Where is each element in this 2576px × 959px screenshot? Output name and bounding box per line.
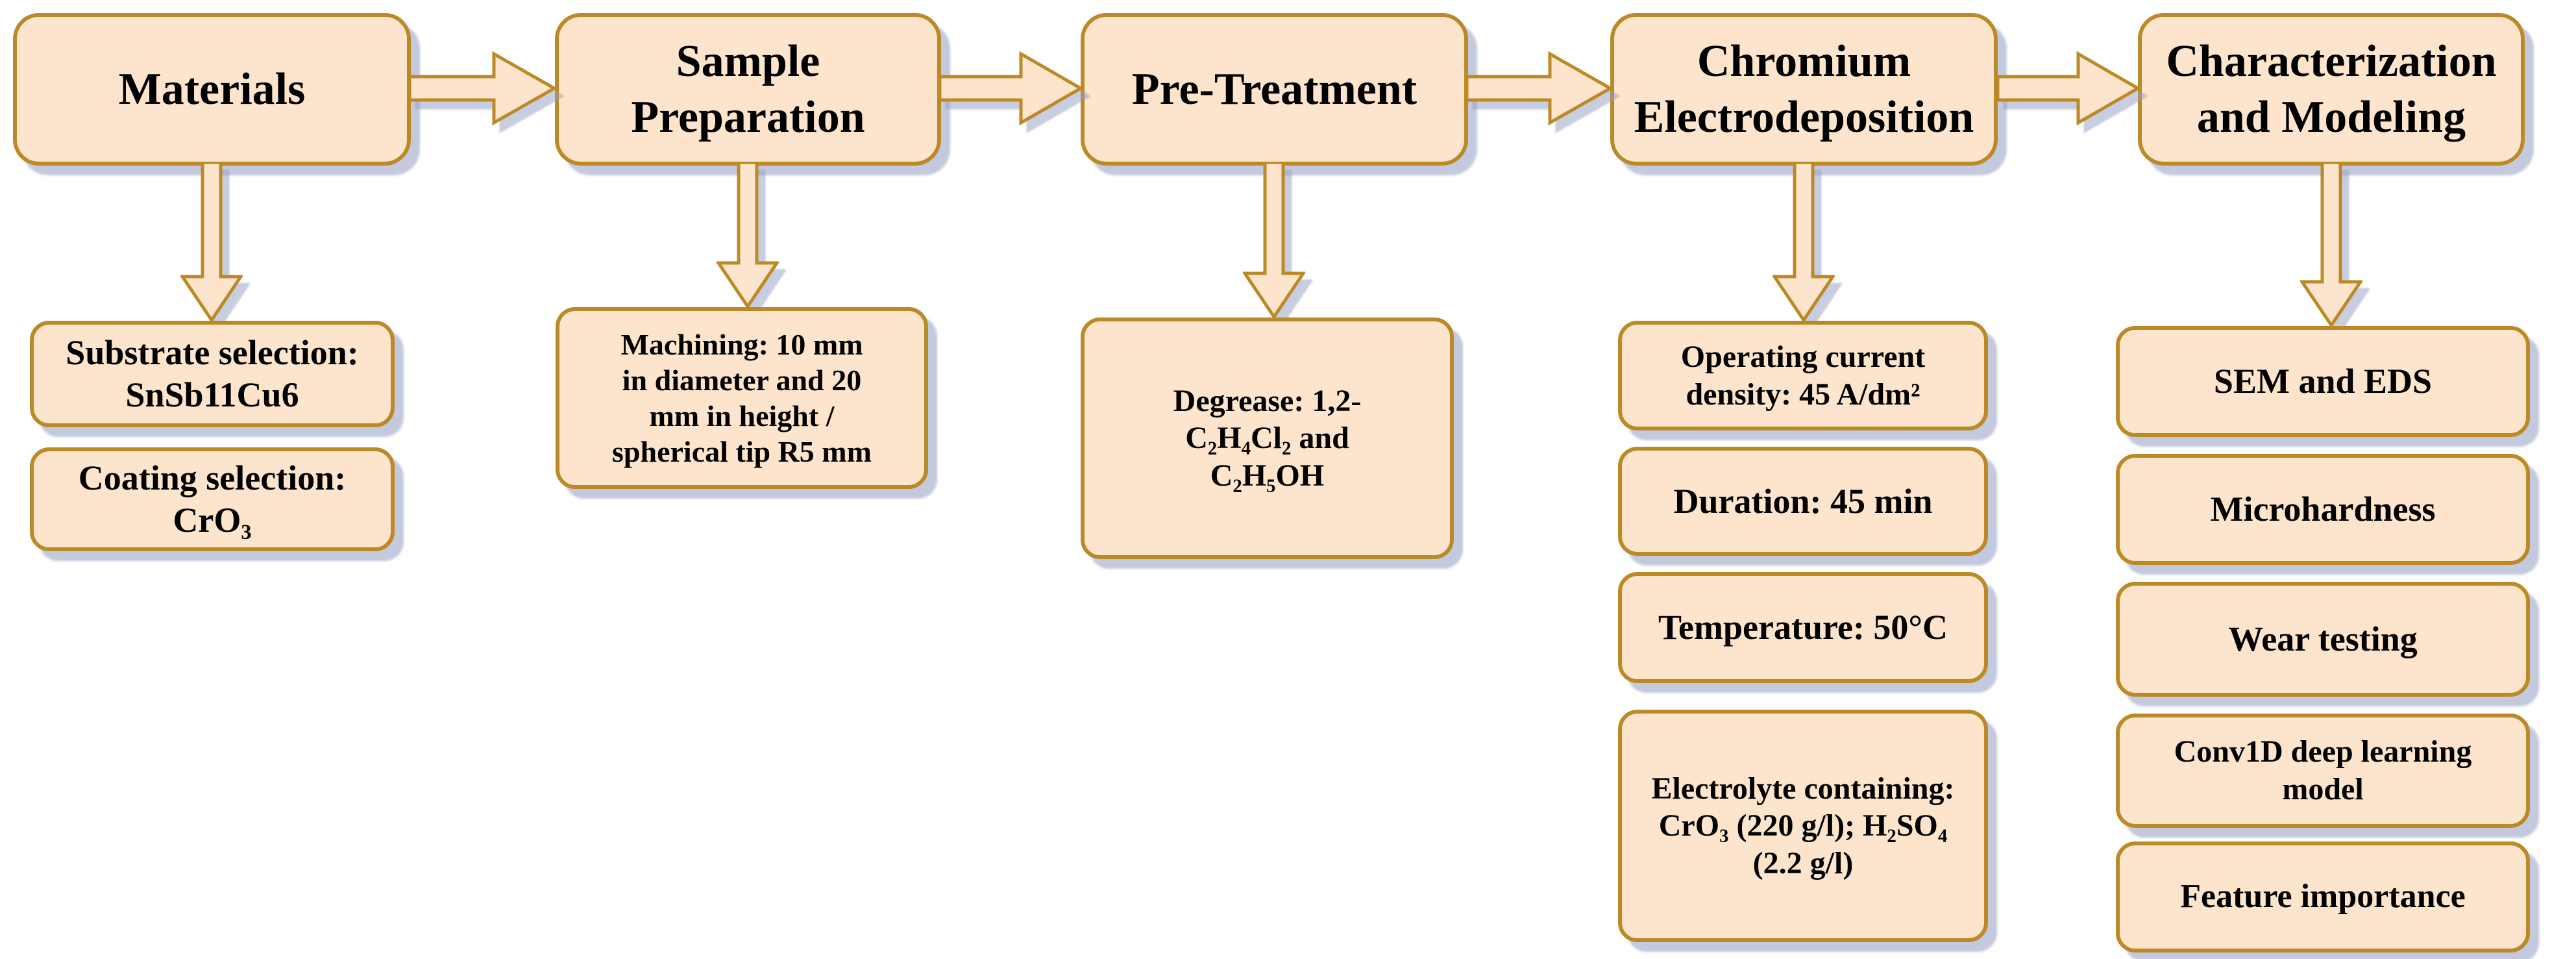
substep-label: Electrolyte containing: CrO₃ (220 g/l); … <box>1651 771 1955 880</box>
arrow-down-icon <box>1773 162 1835 322</box>
substep-label: Coating selection: CrO₃ <box>78 458 347 540</box>
substep-label: SEM and EDS <box>2213 362 2433 401</box>
substep-label: Conv1D deep learning model <box>2174 734 2472 806</box>
substep-label: Duration: 45 min <box>1673 481 1933 521</box>
stage-box-sample-preparation: Sample Preparation <box>555 13 941 166</box>
stage-label: Pre-Treatment <box>1131 64 1417 114</box>
stage-label: Characterization and Modeling <box>2166 36 2497 142</box>
substep-label: Microhardness <box>2210 490 2436 529</box>
arrow-down-icon <box>180 162 243 322</box>
substep-box-wear-testing: Wear testing <box>2116 582 2530 697</box>
substep-label: Wear testing <box>2228 619 2418 659</box>
substep-label: Machining: 10 mm in diameter and 20 mm i… <box>612 327 872 469</box>
arrow-right-icon <box>408 51 557 126</box>
substep-box-substrate-selection: Substrate selection: SnSb11Cu6 <box>30 321 395 427</box>
substep-box-duration: Duration: 45 min <box>1618 447 1988 556</box>
arrow-right-icon <box>1465 51 1613 126</box>
arrow-down-icon <box>1243 162 1305 319</box>
arrow-right-icon <box>1996 51 2141 126</box>
substep-box-sem-eds: SEM and EDS <box>2116 326 2530 437</box>
stage-box-characterization-modeling: Characterization and Modeling <box>2138 13 2525 166</box>
substep-box-conv1d-model: Conv1D deep learning model <box>2116 714 2530 828</box>
substep-box-temperature: Temperature: 50°C <box>1618 572 1988 683</box>
substep-label: Feature importance <box>2180 878 2466 915</box>
substep-box-machining: Machining: 10 mm in diameter and 20 mm i… <box>556 307 928 489</box>
stage-box-pre-treatment: Pre-Treatment <box>1081 13 1468 166</box>
arrow-right-icon <box>938 51 1083 126</box>
substep-box-feature-importance: Feature importance <box>2116 841 2530 953</box>
stage-label: Chromium Electrodeposition <box>1634 36 1974 142</box>
substep-box-coating-selection: Coating selection: CrO₃ <box>30 447 395 551</box>
arrow-down-icon <box>2300 162 2362 327</box>
substep-box-electrolyte: Electrolyte containing: CrO₃ (220 g/l); … <box>1618 710 1988 942</box>
stage-label: Materials <box>118 64 306 114</box>
stage-box-chromium-electrodeposition: Chromium Electrodeposition <box>1610 13 1998 166</box>
substep-box-current-density: Operating current density: 45 A/dm² <box>1618 321 1988 430</box>
substep-label: Degrease: 1,2-C₂H₄Cl₂ and C₂H₅OH <box>1173 383 1362 493</box>
arrow-down-icon <box>717 162 779 308</box>
substep-label: Substrate selection: SnSb11Cu6 <box>66 333 359 414</box>
substep-label: Temperature: 50°C <box>1658 608 1948 647</box>
substep-box-degrease: Degrease: 1,2-C₂H₄Cl₂ and C₂H₅OH <box>1081 318 1454 559</box>
substep-label: Operating current density: 45 A/dm² <box>1680 339 1926 412</box>
substep-box-microhardness: Microhardness <box>2116 454 2530 565</box>
stage-box-materials: Materials <box>13 13 411 166</box>
stage-label: Sample Preparation <box>631 36 865 142</box>
